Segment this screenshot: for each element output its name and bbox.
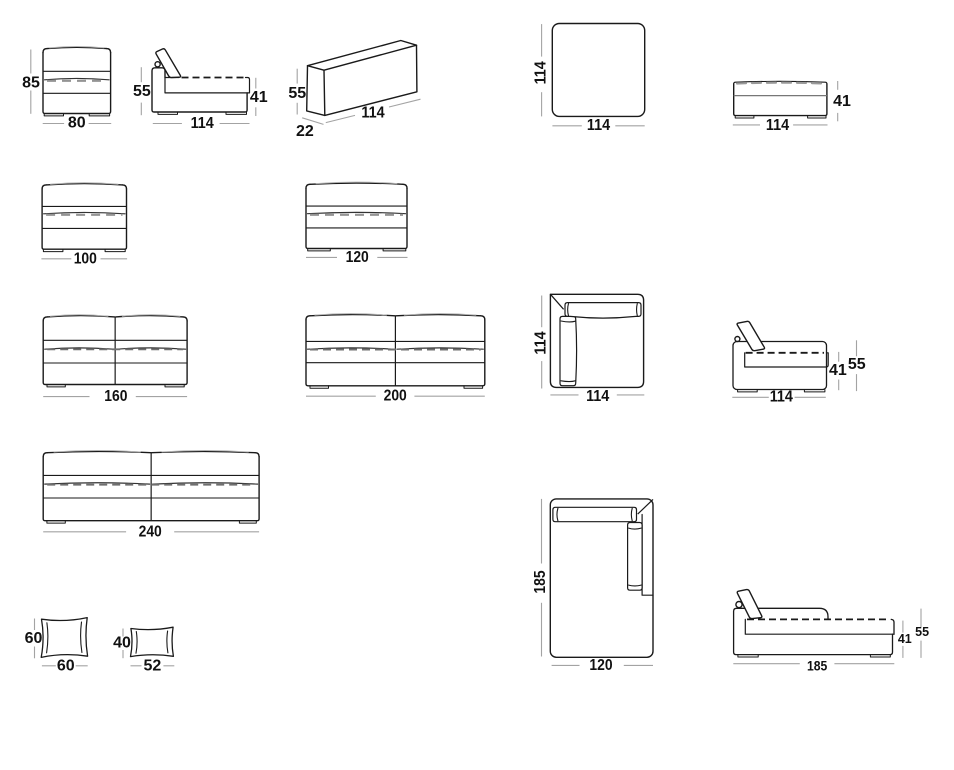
svg-text:114: 114 bbox=[770, 388, 793, 405]
svg-text:100: 100 bbox=[74, 250, 97, 267]
svg-text:41: 41 bbox=[829, 362, 847, 379]
svg-text:120: 120 bbox=[346, 249, 369, 266]
svg-text:55: 55 bbox=[133, 83, 151, 100]
svg-text:114: 114 bbox=[586, 388, 609, 405]
svg-text:80: 80 bbox=[68, 115, 86, 132]
svg-text:185: 185 bbox=[807, 657, 827, 673]
svg-text:185: 185 bbox=[532, 570, 549, 593]
svg-text:52: 52 bbox=[144, 657, 162, 674]
svg-text:160: 160 bbox=[104, 388, 127, 405]
svg-text:55: 55 bbox=[915, 625, 929, 639]
svg-text:55: 55 bbox=[288, 85, 306, 102]
svg-text:114: 114 bbox=[766, 117, 789, 134]
svg-text:114: 114 bbox=[532, 61, 549, 84]
svg-text:240: 240 bbox=[139, 523, 162, 540]
svg-text:114: 114 bbox=[191, 115, 214, 132]
svg-text:200: 200 bbox=[384, 388, 407, 405]
svg-text:114: 114 bbox=[361, 105, 384, 122]
svg-text:85: 85 bbox=[22, 75, 40, 92]
svg-text:41: 41 bbox=[250, 89, 268, 106]
svg-text:41: 41 bbox=[898, 632, 912, 646]
svg-text:41: 41 bbox=[833, 93, 851, 110]
svg-text:60: 60 bbox=[57, 657, 75, 674]
svg-text:22: 22 bbox=[296, 123, 314, 140]
svg-text:120: 120 bbox=[589, 657, 612, 674]
svg-text:114: 114 bbox=[587, 117, 610, 134]
svg-text:114: 114 bbox=[532, 331, 549, 354]
svg-text:60: 60 bbox=[25, 630, 43, 647]
svg-text:55: 55 bbox=[848, 356, 866, 373]
svg-text:40: 40 bbox=[113, 635, 131, 652]
